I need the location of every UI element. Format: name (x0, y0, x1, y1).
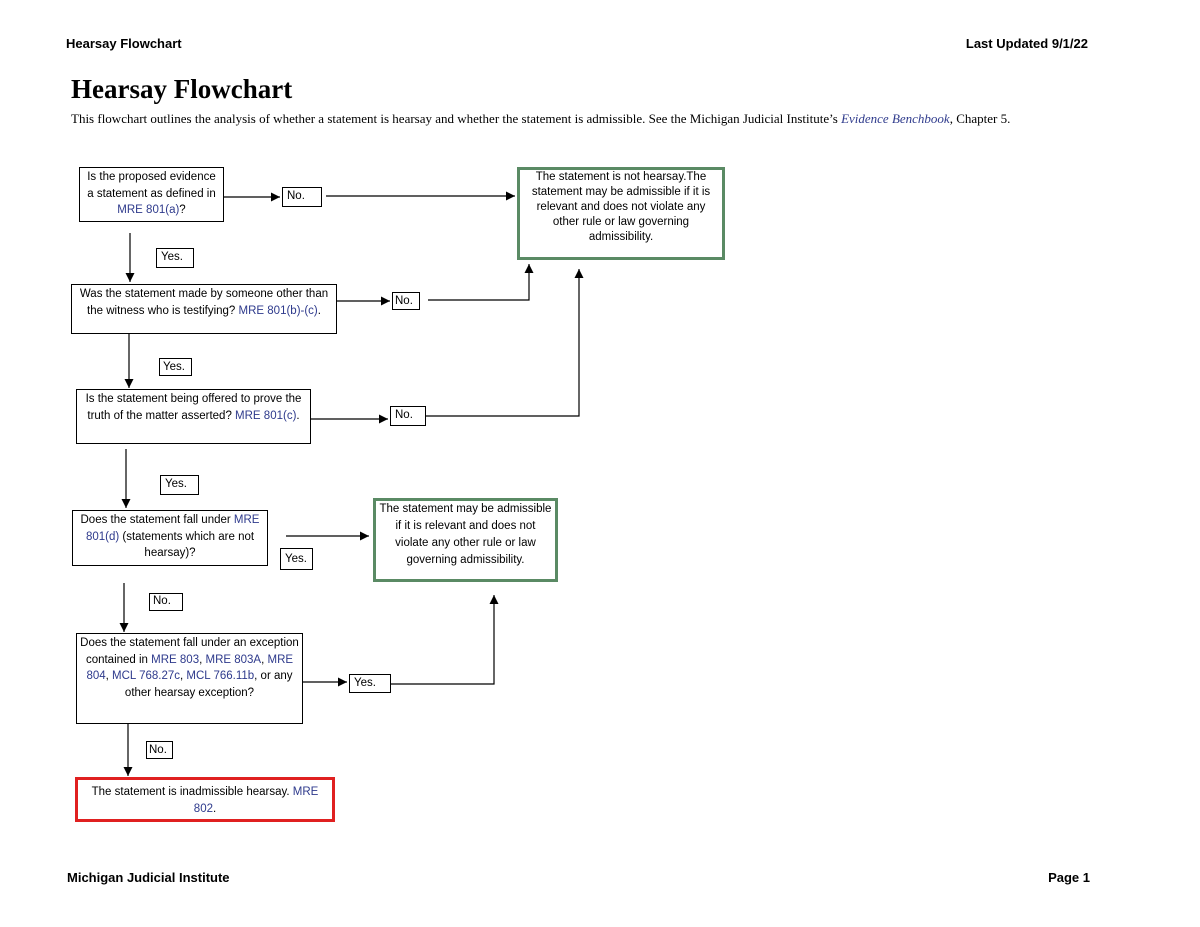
no-label: No. (392, 292, 420, 310)
mre-801c-link[interactable]: MRE 801(c) (235, 409, 297, 422)
outcome-may-be-admissible: The statement may be admissible if it is… (373, 498, 558, 582)
no-label: No. (149, 593, 183, 611)
arrow-no3-to-not-hearsay (426, 269, 584, 417)
intro-text-end: , Chapter 5. (949, 111, 1011, 126)
outcome-not-hearsay: The statement is not hearsay.The stateme… (517, 167, 725, 260)
separator: , (261, 653, 268, 666)
question-text: Is the statement being offered to prove … (85, 393, 302, 422)
footer-organization: Michigan Judicial Institute (67, 870, 230, 885)
question-end: . (317, 304, 321, 317)
no-label: No. (282, 187, 322, 207)
question-box-hearsay-exception: Does the statement fall under an excepti… (76, 633, 303, 724)
separator: , (180, 670, 187, 682)
separator: , (105, 670, 113, 682)
mre-802-link[interactable]: MRE 802 (193, 786, 319, 815)
evidence-benchbook-link[interactable]: Evidence Benchbook (841, 111, 950, 126)
yes-label: Yes. (159, 358, 192, 376)
yes-label: Yes. (280, 548, 313, 570)
mre-801a-link[interactable]: MRE 801(a) (117, 204, 180, 216)
mcl-766-11b-link[interactable]: MCL 766.11b (186, 670, 255, 682)
question-end: ? (179, 204, 186, 216)
mcl-768-27c-link[interactable]: MCL 768.27c (112, 670, 181, 682)
outcome-end: . (212, 802, 217, 815)
question-end: , or any other hearsay exception? (124, 670, 293, 699)
intro-paragraph: This flowchart outlines the analysis of … (71, 111, 1131, 127)
mre-803-link[interactable]: MRE 803 (151, 653, 200, 666)
separator: , (199, 653, 206, 666)
mre-804-link[interactable]: MRE 804 (86, 653, 294, 683)
yes-label: Yes. (160, 475, 199, 495)
question-box-declarant-not-witness: Was the statement made by someone other … (71, 284, 337, 334)
footer-page-number: Page 1 (1048, 870, 1090, 885)
question-end: (statements which are not hearsay)? (119, 530, 255, 560)
header-title: Hearsay Flowchart (66, 36, 182, 51)
question-text: Does the statement fall under (80, 514, 234, 526)
page-title: Hearsay Flowchart (71, 74, 293, 104)
no-label: No. (390, 406, 426, 426)
question-text: Was the statement made by someone other … (79, 288, 329, 317)
question-end: . (296, 409, 300, 422)
outcome-text: The statement is inadmissible hearsay. (91, 786, 293, 798)
mre-801d-link[interactable]: MRE 801(d) (85, 514, 260, 543)
outcome-inadmissible-hearsay: The statement is inadmissible hearsay. M… (75, 777, 335, 822)
yes-label: Yes. (156, 248, 194, 268)
question-box-not-hearsay-801d: Does the statement fall under MRE 801(d)… (72, 510, 268, 566)
arrow-yes-to-admissible (391, 595, 499, 685)
question-box-truth-of-matter: Is the statement being offered to prove … (76, 389, 311, 444)
question-text: Is the proposed evidence a statement as … (87, 171, 216, 200)
mre-803a-link[interactable]: MRE 803A (205, 653, 262, 666)
question-box-statement-defined: Is the proposed evidence a statement as … (79, 167, 224, 222)
yes-label: Yes. (349, 674, 391, 693)
intro-text: This flowchart outlines the analysis of … (71, 111, 842, 126)
mre-801b-c-link[interactable]: MRE 801(b)-(c) (238, 304, 318, 317)
question-text: Does the statement fall under an excepti… (80, 637, 299, 666)
arrow-no2-to-not-hearsay (428, 264, 534, 301)
no-label: No. (146, 741, 173, 759)
header-updated-date: Last Updated 9/1/22 (965, 36, 1088, 51)
